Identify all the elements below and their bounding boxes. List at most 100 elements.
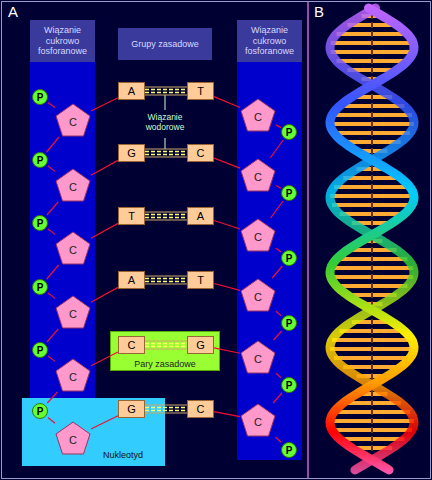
base-box: C bbox=[118, 336, 145, 354]
pentagon-outline bbox=[241, 99, 275, 131]
node-text: P bbox=[286, 188, 293, 199]
phosphate-circle: P bbox=[32, 215, 48, 231]
node-text: C bbox=[197, 147, 205, 159]
sugar-pentagon: C bbox=[55, 421, 91, 455]
rung-mark bbox=[371, 58, 373, 64]
node-text: P bbox=[37, 345, 44, 356]
helix-strand bbox=[330, 8, 414, 470]
helix-rung bbox=[337, 257, 408, 261]
node-text: P bbox=[37, 92, 44, 103]
node-text: C bbox=[69, 116, 77, 128]
node-text: Nukleotyd bbox=[103, 450, 143, 460]
pentagon-outline bbox=[241, 279, 275, 311]
rung-mark bbox=[371, 391, 373, 397]
connector-line bbox=[276, 125, 281, 128]
node-text: T bbox=[197, 274, 204, 286]
connector-line bbox=[48, 229, 55, 234]
backbone-bond bbox=[271, 201, 284, 218]
backbone-bond bbox=[214, 220, 240, 229]
phosphate-circle: P bbox=[281, 315, 297, 331]
node-text: Pary zasadowe bbox=[134, 359, 196, 369]
backbone-bond bbox=[91, 287, 118, 302]
connector-line bbox=[145, 341, 187, 349]
rung-mark bbox=[371, 40, 373, 46]
base-box: A bbox=[187, 207, 214, 225]
hydrogen-bond bbox=[145, 405, 187, 413]
connector-line bbox=[145, 90, 187, 93]
phosphate-circle: P bbox=[281, 124, 297, 140]
helix-strand bbox=[330, 8, 414, 470]
node-text: C bbox=[69, 371, 77, 383]
rung-mark bbox=[371, 184, 373, 190]
base-box: T bbox=[187, 82, 214, 100]
rung-mark bbox=[371, 148, 373, 154]
hydrogen-bond bbox=[145, 276, 187, 284]
node-text: G bbox=[127, 147, 136, 159]
backbone-bond bbox=[272, 266, 282, 278]
node-text: C bbox=[254, 291, 262, 303]
connector-line bbox=[145, 344, 187, 347]
helix-rung bbox=[332, 428, 412, 432]
node-text: P bbox=[37, 218, 44, 229]
rung-mark bbox=[371, 103, 373, 109]
connector-line bbox=[47, 137, 59, 152]
backbone-bond bbox=[214, 97, 240, 108]
connector-line bbox=[276, 248, 281, 252]
node-text: C bbox=[254, 416, 262, 428]
phosphate-circle: P bbox=[281, 377, 297, 393]
connector-line bbox=[270, 140, 283, 158]
rung-mark bbox=[371, 220, 373, 226]
backbone-bond bbox=[276, 125, 281, 128]
base-box: G bbox=[118, 144, 145, 162]
sugar-pentagon: C bbox=[240, 158, 276, 192]
connector-line bbox=[273, 393, 282, 403]
node-text: C bbox=[69, 308, 77, 320]
phosphate-circle: P bbox=[32, 279, 48, 295]
node-text: P bbox=[286, 380, 293, 391]
connector-line bbox=[214, 220, 240, 229]
connector-line bbox=[214, 348, 240, 353]
base-box: T bbox=[187, 271, 214, 289]
base-box: A bbox=[118, 271, 145, 289]
connector-line bbox=[214, 412, 240, 417]
rung-mark bbox=[371, 256, 373, 262]
connector-line bbox=[276, 437, 281, 442]
connector-line bbox=[145, 279, 187, 282]
rung-mark bbox=[371, 436, 373, 442]
node-text: C bbox=[254, 171, 262, 183]
backbone-bond bbox=[48, 229, 55, 234]
pentagon-outline bbox=[241, 341, 275, 373]
phosphate-circle: P bbox=[32, 342, 48, 358]
pentagon-outline bbox=[56, 104, 90, 136]
base-box: C bbox=[187, 144, 214, 162]
pentagon-outline bbox=[56, 169, 90, 201]
connector-line bbox=[274, 331, 282, 340]
connector-line bbox=[276, 185, 281, 188]
rung-mark bbox=[371, 400, 373, 406]
rung-mark bbox=[371, 22, 373, 28]
hydrogen-bond bbox=[145, 149, 187, 157]
backbone-bond bbox=[47, 137, 59, 152]
base-box: C bbox=[187, 400, 214, 418]
node-text: T bbox=[197, 85, 204, 97]
backbone-bond bbox=[276, 311, 281, 316]
node-text: C bbox=[69, 434, 77, 446]
backbone-bond bbox=[276, 185, 281, 188]
node-text: A bbox=[197, 210, 204, 222]
connector-line bbox=[145, 87, 187, 95]
phosphate-circle: P bbox=[281, 185, 297, 201]
backbone-bond bbox=[276, 248, 281, 252]
node-text: G bbox=[196, 339, 205, 351]
sugar-pentagon: C bbox=[240, 98, 276, 132]
node-text: C bbox=[254, 353, 262, 365]
connector-line bbox=[145, 408, 187, 411]
helix-rung bbox=[331, 266, 414, 270]
header-box: Grupy zasadowe bbox=[118, 28, 212, 60]
sugar-pentagon: C bbox=[55, 295, 91, 329]
pentagon-outline bbox=[56, 296, 90, 328]
connector-line bbox=[48, 166, 55, 171]
helix-rung bbox=[331, 50, 414, 54]
connector-line bbox=[145, 405, 187, 413]
node-text: C bbox=[69, 181, 77, 193]
node-text: P bbox=[286, 445, 293, 456]
